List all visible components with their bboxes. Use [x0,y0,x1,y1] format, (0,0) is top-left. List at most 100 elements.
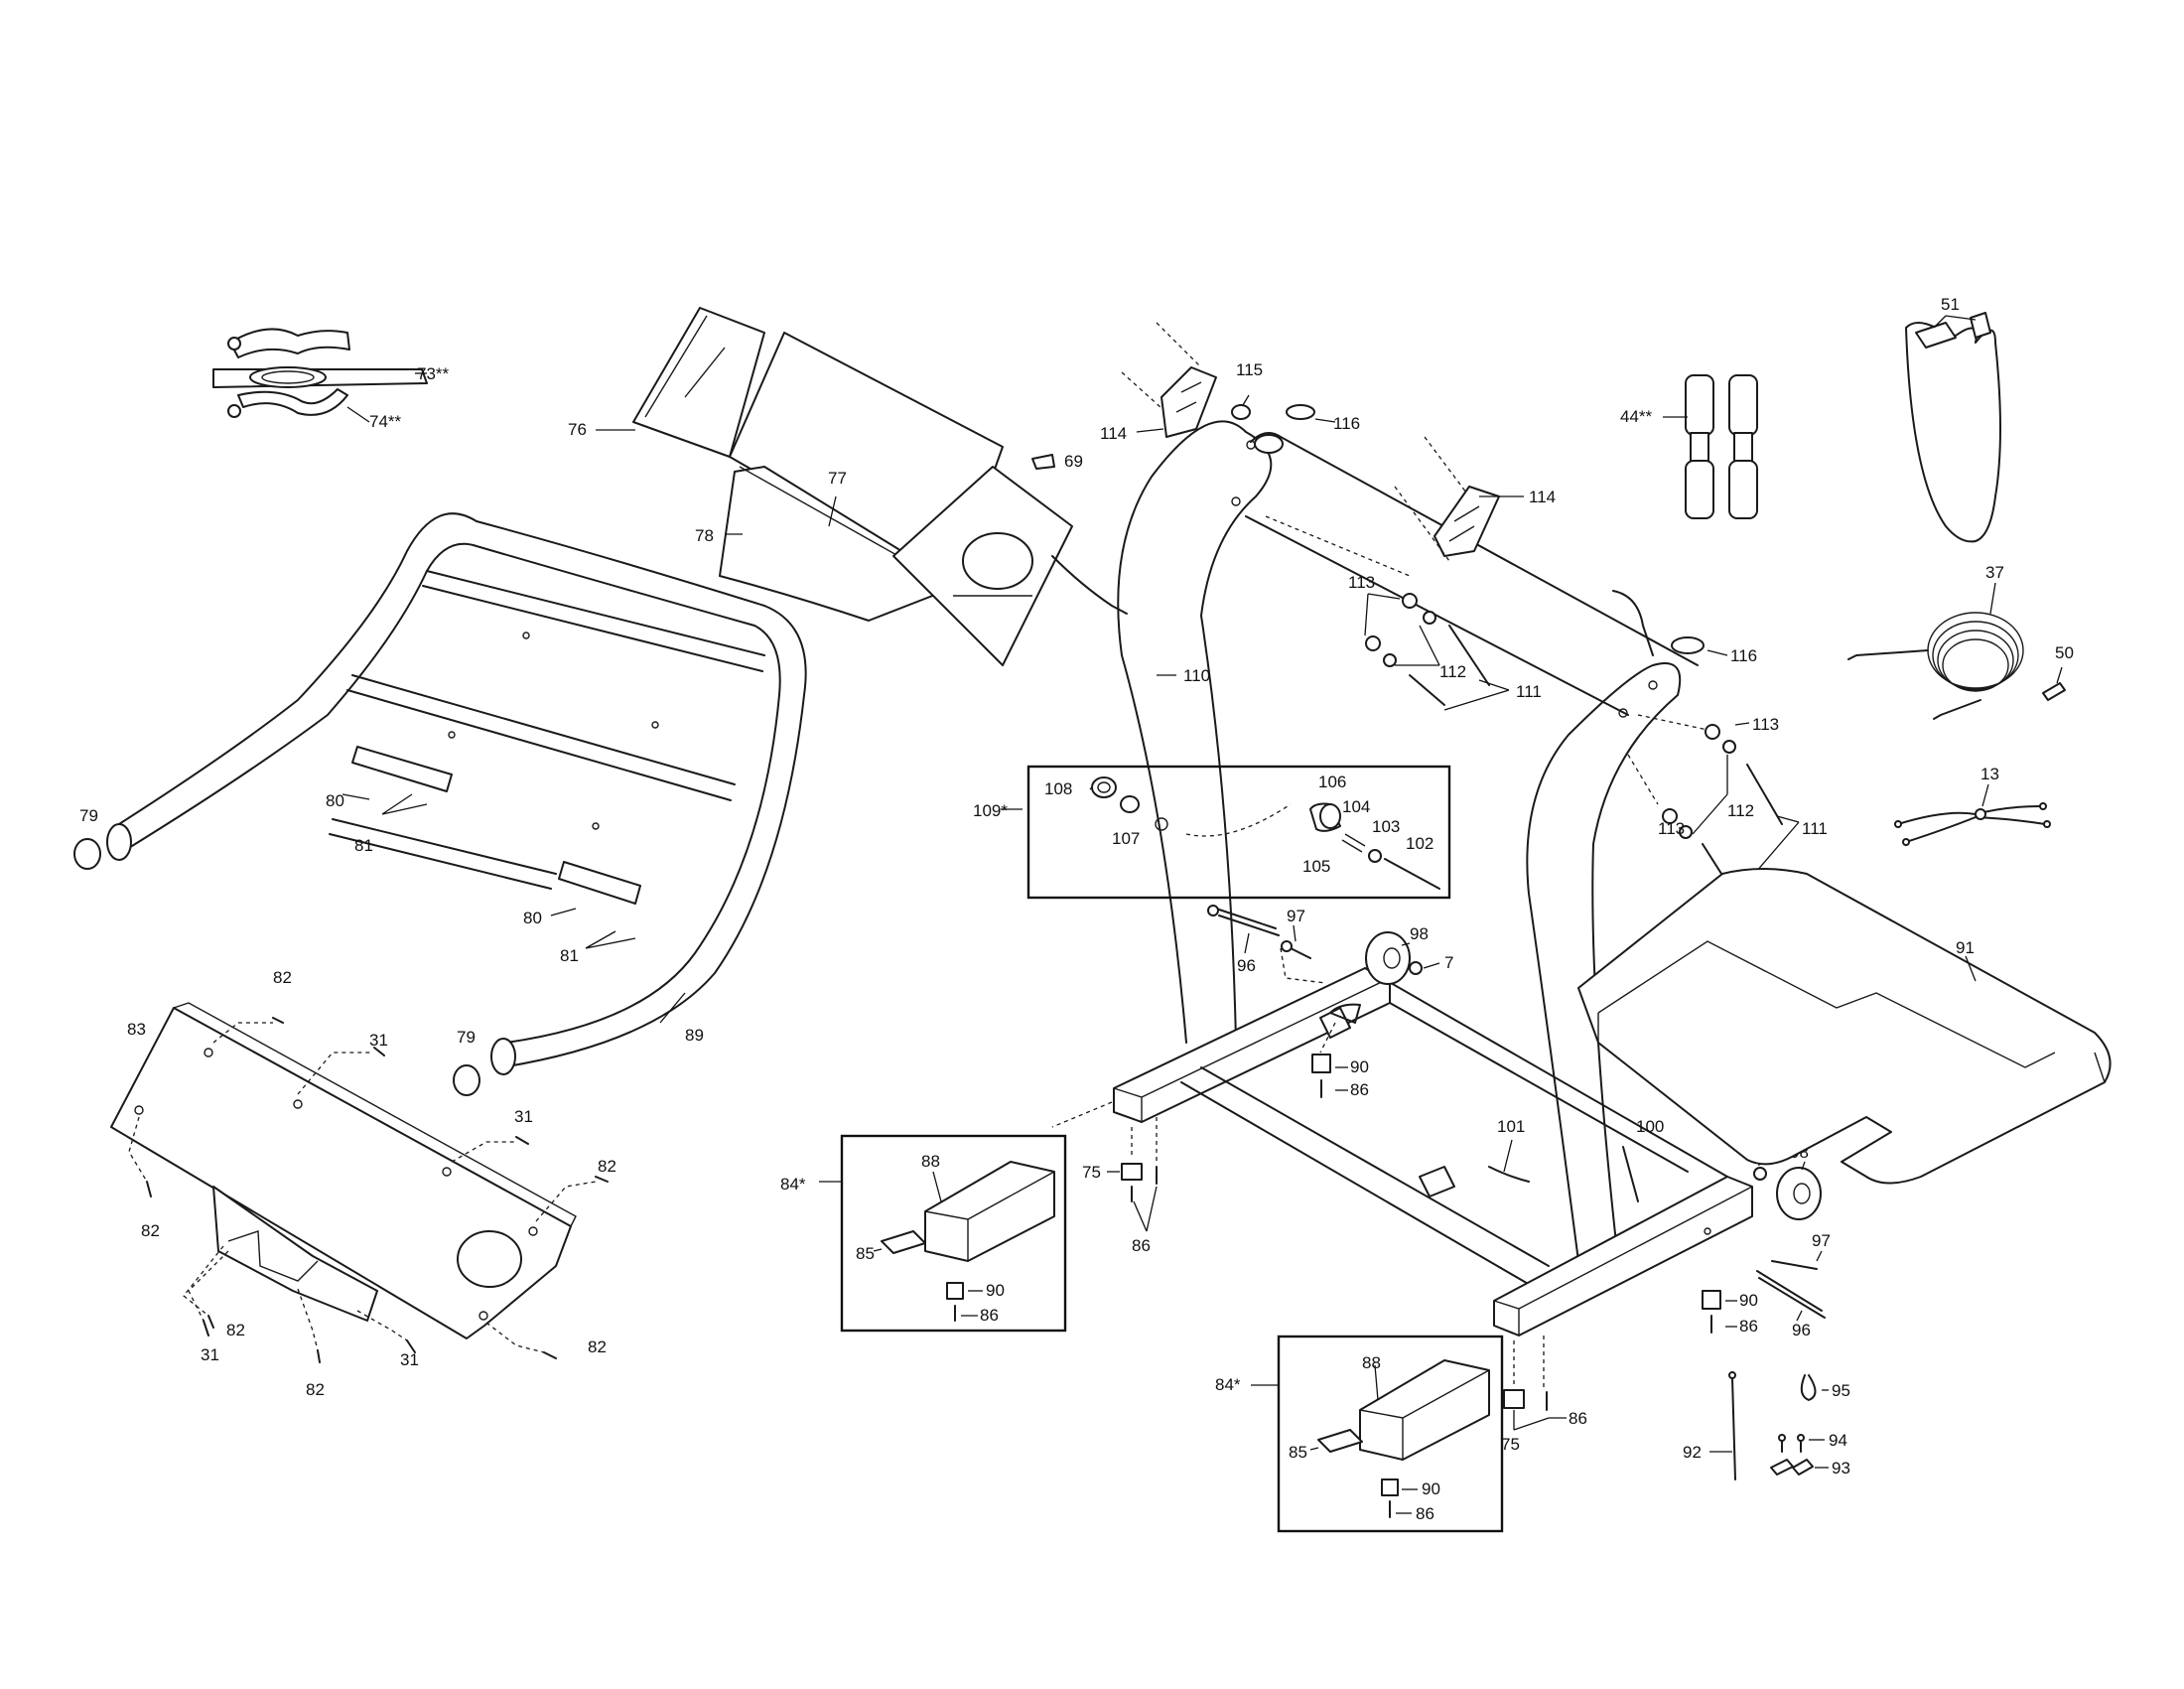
label-86-upper: 86 [1350,1080,1369,1099]
label-78: 78 [695,526,714,545]
detail-box-84-lower [1277,1335,1504,1533]
label-84-upper: 84* [780,1175,806,1194]
cable-coil [1847,582,2024,720]
label-7-upper: 7 [1444,953,1453,972]
label-115: 115 [1236,360,1263,379]
label-31-b: 31 [514,1107,533,1126]
label-82-f: 82 [588,1337,607,1356]
label-76: 76 [568,420,587,439]
label-74: 74** [369,412,402,431]
leveling-tube-lower [1251,1359,1490,1518]
label-79-left: 79 [79,806,98,825]
label-91: 91 [1956,938,1975,957]
jumper-wire [1894,783,2051,846]
small-hardware [1709,1371,1829,1480]
upper-bolt-set [1265,486,1510,711]
label-108: 108 [1044,779,1072,798]
label-86-right: 86 [1739,1317,1758,1336]
label-44: 44** [1620,407,1653,426]
label-116-top: 116 [1333,414,1360,433]
label-105: 105 [1302,857,1330,876]
label-102: 102 [1406,834,1433,853]
label-96-lower: 96 [1792,1321,1811,1339]
label-109: 109* [973,801,1008,820]
label-112-right: 112 [1727,801,1754,820]
motor-hood [110,1002,609,1363]
label-37: 37 [1985,563,2004,582]
label-104: 104 [1342,797,1370,816]
label-92: 92 [1683,1443,1702,1462]
detail-box-109 [1026,765,1451,900]
label-90-box-upper: 90 [986,1281,1005,1300]
label-79-right: 79 [457,1028,476,1047]
label-80-upper: 80 [326,791,344,810]
label-88-upper: 88 [921,1152,940,1171]
label-81-lower: 81 [560,946,579,965]
label-82-b: 82 [598,1157,616,1176]
label-113-upper: 113 [1348,573,1375,592]
label-13: 13 [1980,765,1999,783]
base-frame [1051,967,1753,1337]
label-85-upper: 85 [856,1244,875,1263]
label-89: 89 [685,1026,704,1045]
label-31-c: 31 [201,1345,219,1364]
label-84-lower: 84* [1215,1375,1241,1394]
console-assembly [596,307,1128,666]
label-50: 50 [2055,643,2074,662]
label-114-left: 114 [1100,424,1127,443]
label-95: 95 [1832,1381,1850,1400]
cord-sleeve [1905,312,2001,543]
label-75-left: 75 [1082,1163,1101,1182]
label-80-lower: 80 [523,909,542,927]
label-106: 106 [1318,773,1346,791]
label-101: 101 [1497,1117,1525,1136]
label-110: 110 [1183,666,1210,685]
walking-platform [1577,868,2112,1185]
foot-lower [1503,1336,1567,1431]
label-82-d: 82 [226,1321,245,1339]
label-82-e: 82 [306,1380,325,1399]
detail-box-84-upper [840,1134,1067,1333]
label-83: 83 [127,1020,146,1039]
label-113-lower: 113 [1658,819,1685,838]
label-97-upper: 97 [1287,907,1305,925]
label-103: 103 [1372,817,1400,836]
hand-weights [1663,374,1758,519]
leveling-tube-upper [819,1161,1055,1322]
front-roller-left [1207,905,1440,1098]
label-51: 51 [1941,295,1960,314]
label-96-upper: 96 [1237,956,1256,975]
label-85-lower: 85 [1289,1443,1307,1462]
label-114-right: 114 [1529,488,1556,506]
part-50 [2042,666,2066,701]
roller-assembly-109 [1001,776,1440,890]
label-73: 73** [417,364,450,383]
label-94: 94 [1829,1431,1847,1450]
label-31-a: 31 [369,1031,388,1050]
foot-left [1107,1117,1158,1232]
label-112-upper: 112 [1439,662,1466,681]
label-90-upper: 90 [1350,1057,1369,1076]
label-81-upper: 81 [354,836,373,855]
label-116-bottom: 116 [1730,646,1757,665]
label-93: 93 [1832,1459,1850,1478]
label-100: 100 [1636,1117,1664,1136]
label-31-d: 31 [400,1350,419,1369]
label-90-right: 90 [1739,1291,1758,1310]
upright-frame [1117,420,1699,1262]
label-97-lower: 97 [1812,1231,1831,1250]
label-88-lower: 88 [1362,1353,1381,1372]
label-111-upper: 111 [1516,682,1542,701]
label-90-box-lower: 90 [1422,1479,1440,1498]
label-111-lower: 111 [1802,819,1828,838]
label-75-lower: 75 [1501,1435,1520,1454]
label-82-a: 82 [273,968,292,987]
chest-strap-assembly [212,328,428,423]
label-86-box-lower: 86 [1416,1504,1434,1523]
label-86-box-upper: 86 [980,1306,999,1325]
handrail-frame [73,512,807,1096]
label-69: 69 [1064,452,1083,471]
front-roller-right [1702,1146,1826,1334]
